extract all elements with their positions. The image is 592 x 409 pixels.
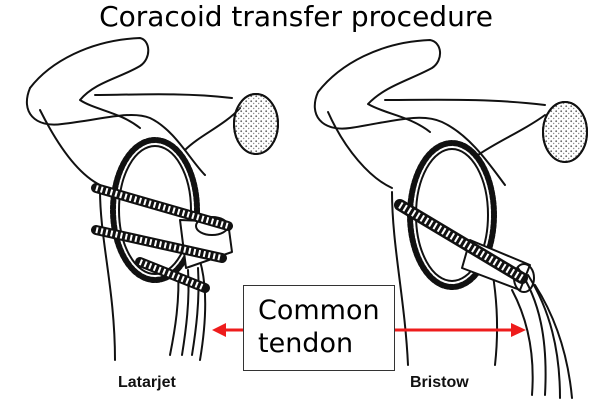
glenoid-left <box>110 137 200 283</box>
arrow-left <box>212 323 243 337</box>
bristow-screw <box>394 199 528 284</box>
tendon-fibre-r3 <box>534 284 573 399</box>
arrow-right <box>395 323 526 337</box>
latarjet-screws <box>91 183 233 293</box>
coracoid-left <box>184 107 241 151</box>
tendon-fibre-r2 <box>527 274 561 399</box>
common-tendon-label: Common tendon <box>243 285 395 371</box>
humerus-right-left-edge <box>391 191 409 366</box>
diagram-title: Coracoid transfer procedure <box>99 0 493 33</box>
clavicle-right <box>384 98 546 106</box>
coracoid-right <box>477 114 546 156</box>
scapula-edge-right <box>327 111 393 189</box>
humerus-left-edge <box>99 189 116 361</box>
label-line-2: tendon <box>258 328 354 359</box>
scapular-spine-right <box>317 39 441 133</box>
tendon-fibre-3 <box>191 267 200 356</box>
scapula-edge-left <box>39 109 101 186</box>
caption-latarjet: Latarjet <box>118 374 176 391</box>
tendon-fibre-r4 <box>511 289 534 396</box>
scapular-spine-left <box>29 37 150 129</box>
label-line-1: Common <box>258 295 380 326</box>
glenoid-inner-left <box>118 145 192 275</box>
clavicle-left <box>94 93 233 99</box>
clavicle-outline-right <box>542 101 588 163</box>
clavicle-outline-left <box>233 93 279 155</box>
acromion-right <box>313 91 506 186</box>
caption-bristow: Bristow <box>410 374 469 391</box>
latarjet-shoulder <box>25 37 279 361</box>
